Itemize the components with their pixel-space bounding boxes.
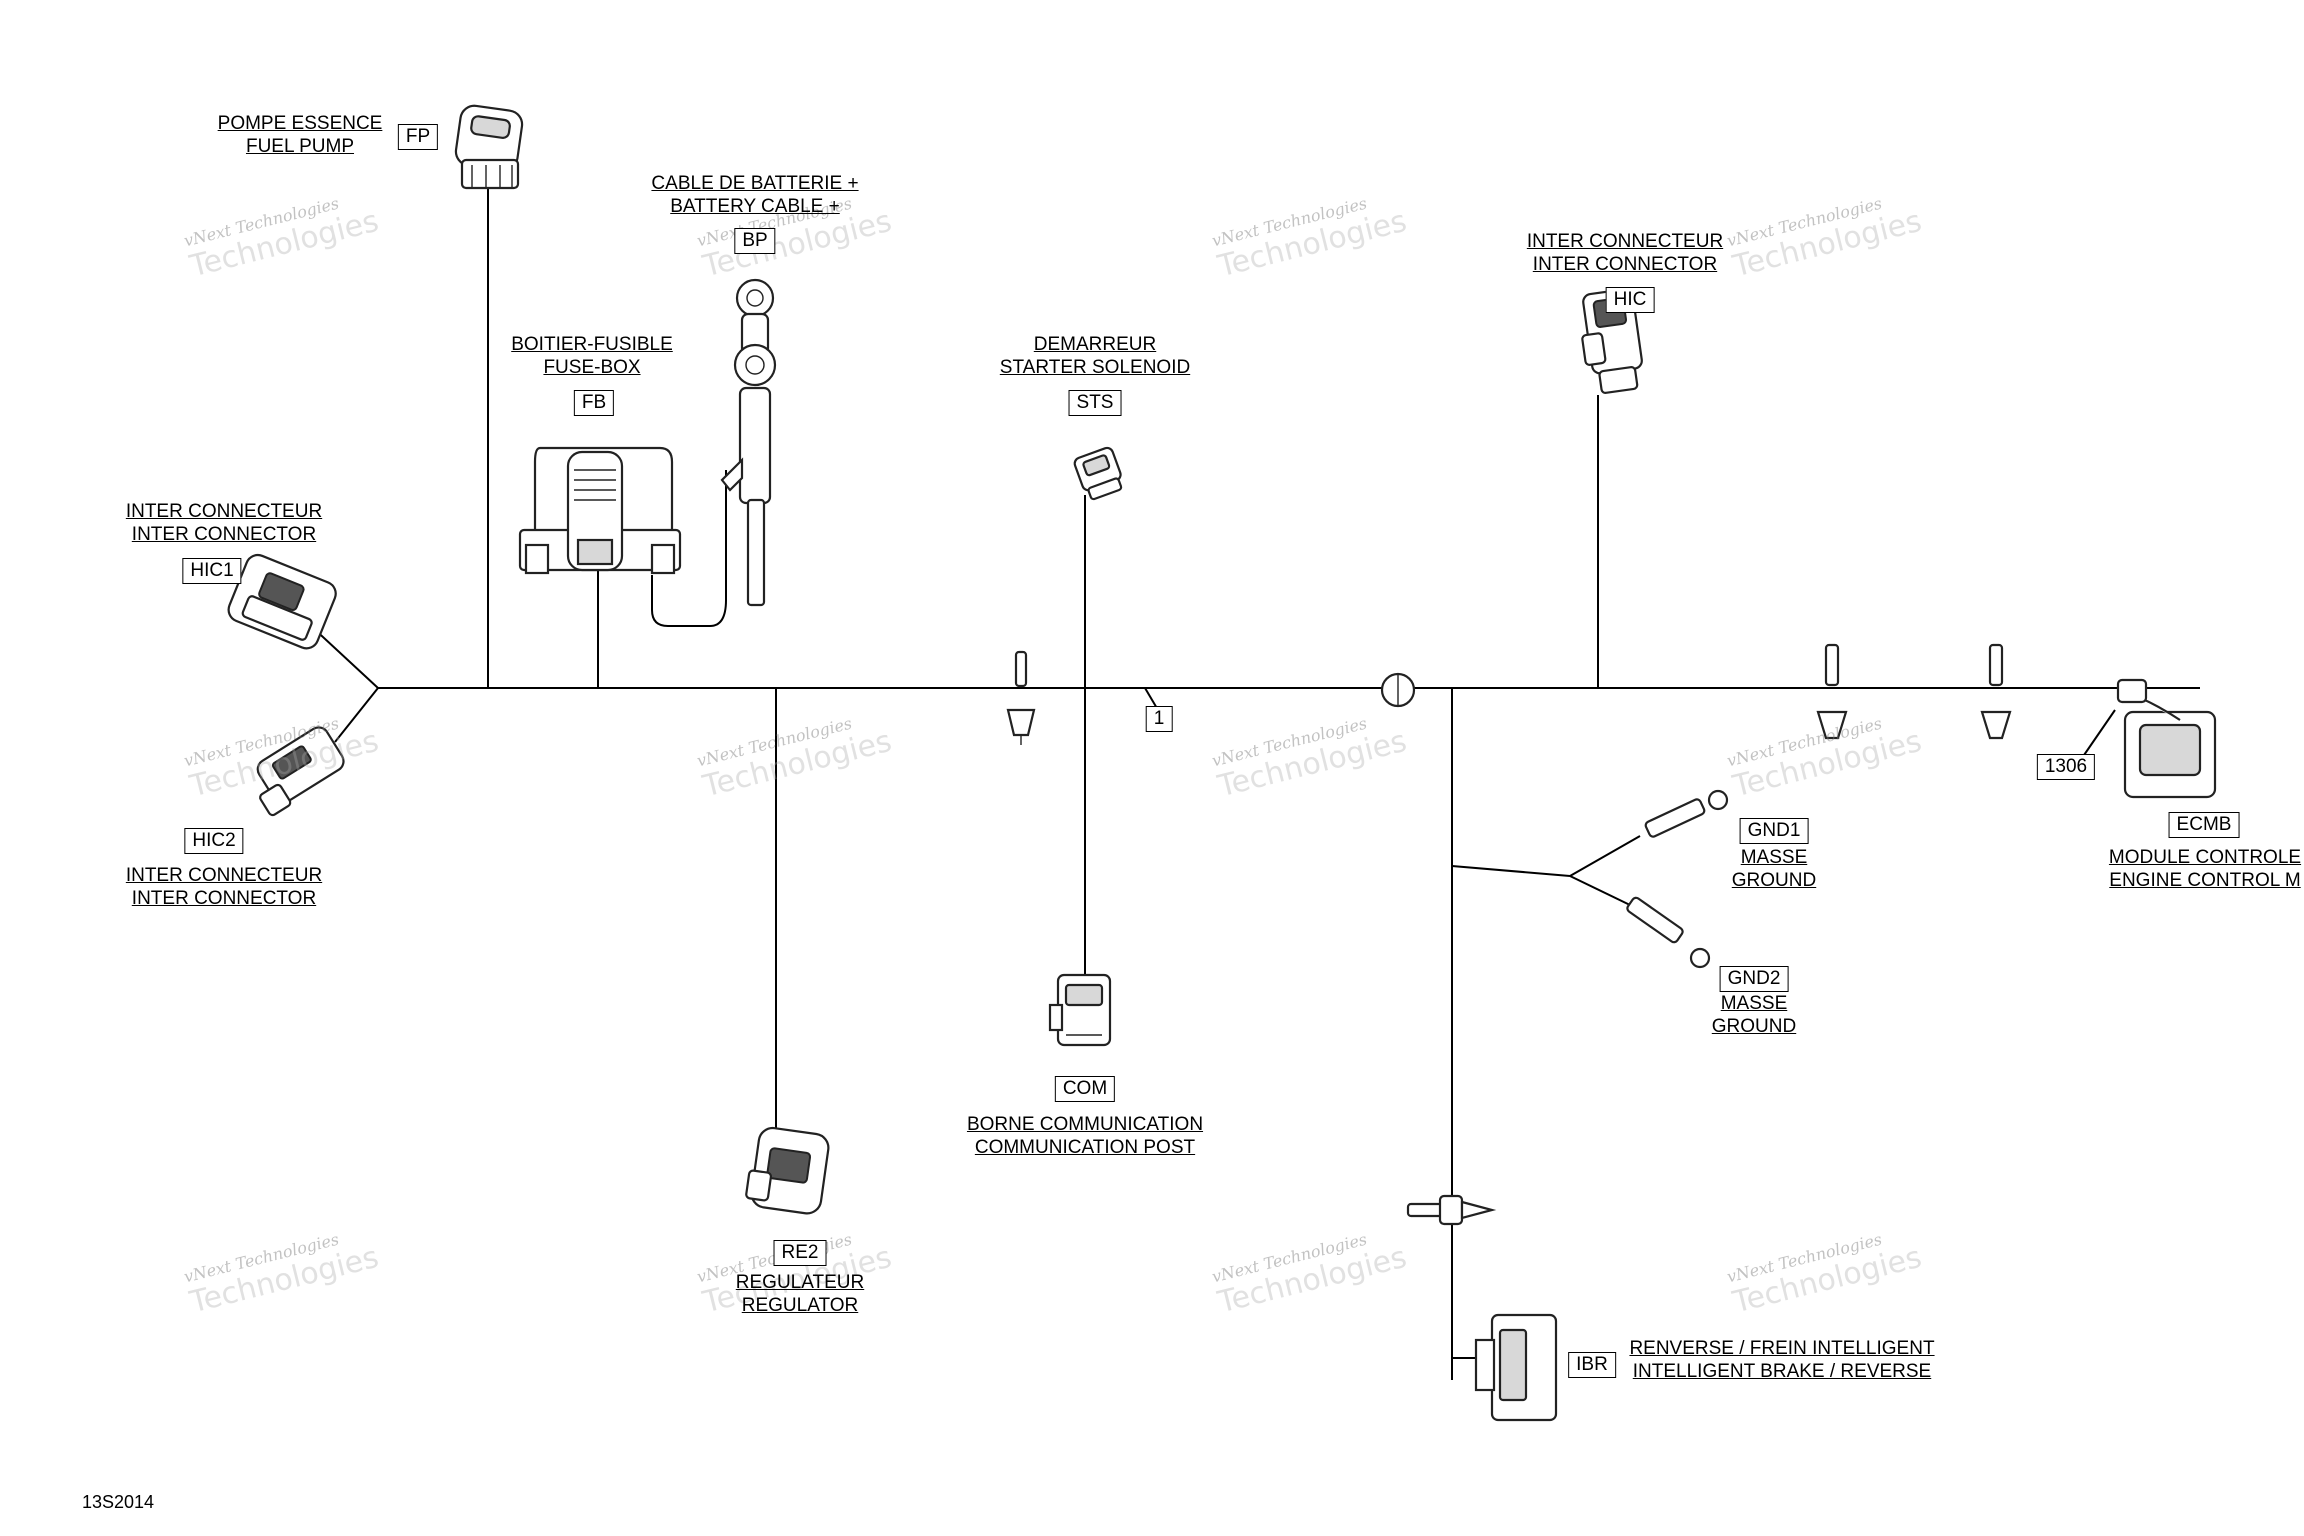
inline-terminal-2-icon <box>1816 643 1848 740</box>
inline-terminal-3-icon <box>1980 643 2012 740</box>
regulator-code: RE2 <box>773 1240 827 1266</box>
harness-ref-code: 1 <box>1145 706 1173 732</box>
ibr-code: IBR <box>1568 1352 1616 1378</box>
com-code: COM <box>1054 1076 1116 1102</box>
hic-code: HIC <box>1605 287 1655 313</box>
ecmb-ref-code: 1306 <box>2036 754 2096 780</box>
harness-clip-icon <box>1380 672 1416 708</box>
battery-cable-code: BP <box>734 228 776 254</box>
wire-hic1 <box>309 624 379 689</box>
gnd2-terminal-icon <box>1626 896 1711 969</box>
wire-battery-loop <box>651 470 727 627</box>
hic2-connector-icon <box>256 726 345 817</box>
fuel-pump-connector-icon <box>454 104 524 190</box>
communication-post-icon <box>1048 973 1112 1047</box>
battery-cable-label: CABLE DE BATTERIE +BATTERY CABLE + <box>651 173 859 217</box>
gnd1-code: GND1 <box>1739 818 1809 844</box>
hic1-code: HIC1 <box>182 558 242 584</box>
starter-solenoid-code: STS <box>1068 390 1122 416</box>
wire-ref-1306 <box>2081 709 2116 759</box>
ibr-connector-icon <box>1474 1313 1558 1422</box>
hic2-code: HIC2 <box>184 828 244 854</box>
starter-solenoid-connector-icon <box>1073 446 1123 501</box>
battery-cable-icon <box>720 278 777 607</box>
fuse-box-icon <box>518 446 682 575</box>
wire-gnd1 <box>1569 835 1641 877</box>
gnd1-terminal-icon <box>1644 789 1729 838</box>
gnd2-code: GND2 <box>1719 966 1789 992</box>
regulator-connector-icon <box>745 1126 830 1215</box>
diagram-id: 13S2014 <box>82 1492 155 1512</box>
hic1-connector-icon <box>227 553 337 650</box>
wire-gnd2 <box>1569 875 1631 906</box>
fuel-pump-code: FP <box>397 124 439 150</box>
wire-hic2 <box>334 687 379 743</box>
inline-terminal-1-icon <box>1006 650 1036 745</box>
wire-ground-branch <box>1451 865 1571 877</box>
ecmb-module-icon <box>2116 678 2217 799</box>
ibr-inline-terminal-icon <box>1406 1194 1497 1226</box>
fuse-box-code: FB <box>573 390 615 416</box>
ecmb-code: ECMB <box>2168 812 2240 838</box>
